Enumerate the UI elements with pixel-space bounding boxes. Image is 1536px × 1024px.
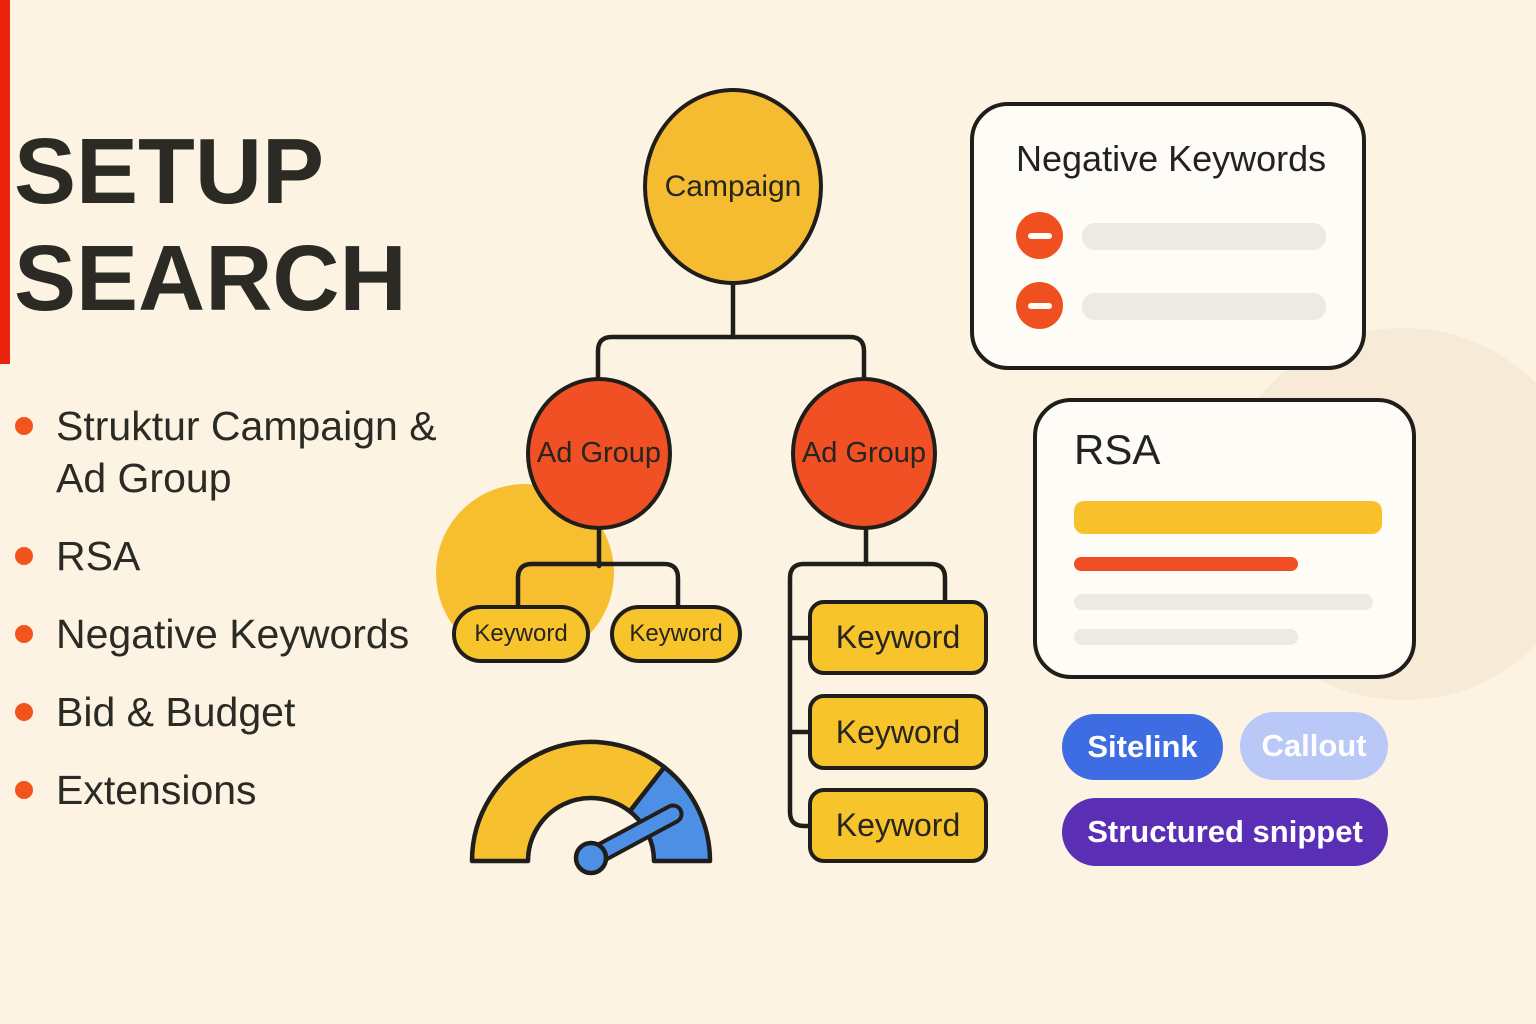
gauge-hub <box>573 840 609 876</box>
keyword-node: Keyword <box>808 694 988 770</box>
bullet-icon <box>15 547 33 566</box>
placeholder-bar <box>1082 293 1326 320</box>
structured-snippet-pill: Structured snippet <box>1062 798 1388 866</box>
keyword-label: Keyword <box>629 620 723 647</box>
minus-icon <box>1016 282 1063 329</box>
ad-group-node-left: Ad Group <box>526 377 672 530</box>
negative-keywords-card: Negative Keywords <box>970 102 1366 370</box>
minus-icon <box>1016 212 1063 259</box>
rsa-card-title: RSA <box>1074 426 1161 473</box>
setup-checklist: Struktur Campaign & Ad Group RSA Negativ… <box>15 400 465 816</box>
bullet-icon <box>15 625 33 644</box>
ad-group-node-right: Ad Group <box>791 377 937 530</box>
callout-pill: Callout <box>1240 712 1388 780</box>
speedometer-gauge-icon <box>469 739 713 876</box>
keyword-node: Keyword <box>610 605 742 663</box>
list-item: Extensions <box>15 764 465 816</box>
placeholder-bar <box>1082 223 1326 250</box>
placeholder-bar <box>1074 629 1298 645</box>
page-title-line-2: SEARCH <box>14 225 407 330</box>
list-item: RSA <box>15 530 465 582</box>
list-item-label: Negative Keywords <box>56 611 410 658</box>
list-item-label: RSA <box>56 533 141 580</box>
structured-snippet-pill-label: Structured snippet <box>1087 814 1363 849</box>
placeholder-bar <box>1074 594 1373 610</box>
page-title-line-1: SETUP <box>14 119 325 223</box>
highlight-bar <box>1074 557 1298 571</box>
list-item-label: Bid & Budget <box>56 689 296 736</box>
keyword-node: Keyword <box>808 600 988 675</box>
campaign-node: Campaign <box>643 88 823 285</box>
page-title: SETUP SEARCH <box>14 118 407 332</box>
bullet-icon <box>15 781 33 800</box>
keyword-label: Keyword <box>835 619 961 655</box>
bullet-icon <box>15 417 33 435</box>
headline-bar <box>1074 501 1382 534</box>
list-item: Bid & Budget <box>15 686 465 738</box>
connector-right-keywords-spine <box>787 561 948 829</box>
list-item-label: Struktur Campaign & Ad Group <box>56 403 437 502</box>
connector-campaign-branch <box>595 334 867 382</box>
list-item: Struktur Campaign & Ad Group <box>15 400 465 504</box>
ad-group-label: Ad Group <box>801 437 927 470</box>
keyword-label: Keyword <box>474 620 568 647</box>
rsa-card: RSA <box>1033 398 1416 679</box>
ad-group-label: Ad Group <box>536 437 662 470</box>
sitelink-pill-label: Sitelink <box>1087 729 1198 764</box>
left-edge-red-strip <box>0 0 10 364</box>
keyword-label: Keyword <box>835 713 961 750</box>
callout-pill-label: Callout <box>1261 728 1367 763</box>
campaign-label: Campaign <box>664 169 802 203</box>
keyword-node: Keyword <box>808 788 988 863</box>
sitelink-pill: Sitelink <box>1062 714 1223 780</box>
list-item-label: Extensions <box>56 767 257 814</box>
connector-left-keywords-branch <box>515 561 681 609</box>
gauge-yellow-arc <box>469 739 667 864</box>
keyword-label: Keyword <box>835 807 961 843</box>
list-item: Negative Keywords <box>15 608 465 660</box>
bullet-icon <box>15 703 33 722</box>
negative-keywords-card-title: Negative Keywords <box>1016 138 1327 179</box>
keyword-node: Keyword <box>452 605 590 663</box>
